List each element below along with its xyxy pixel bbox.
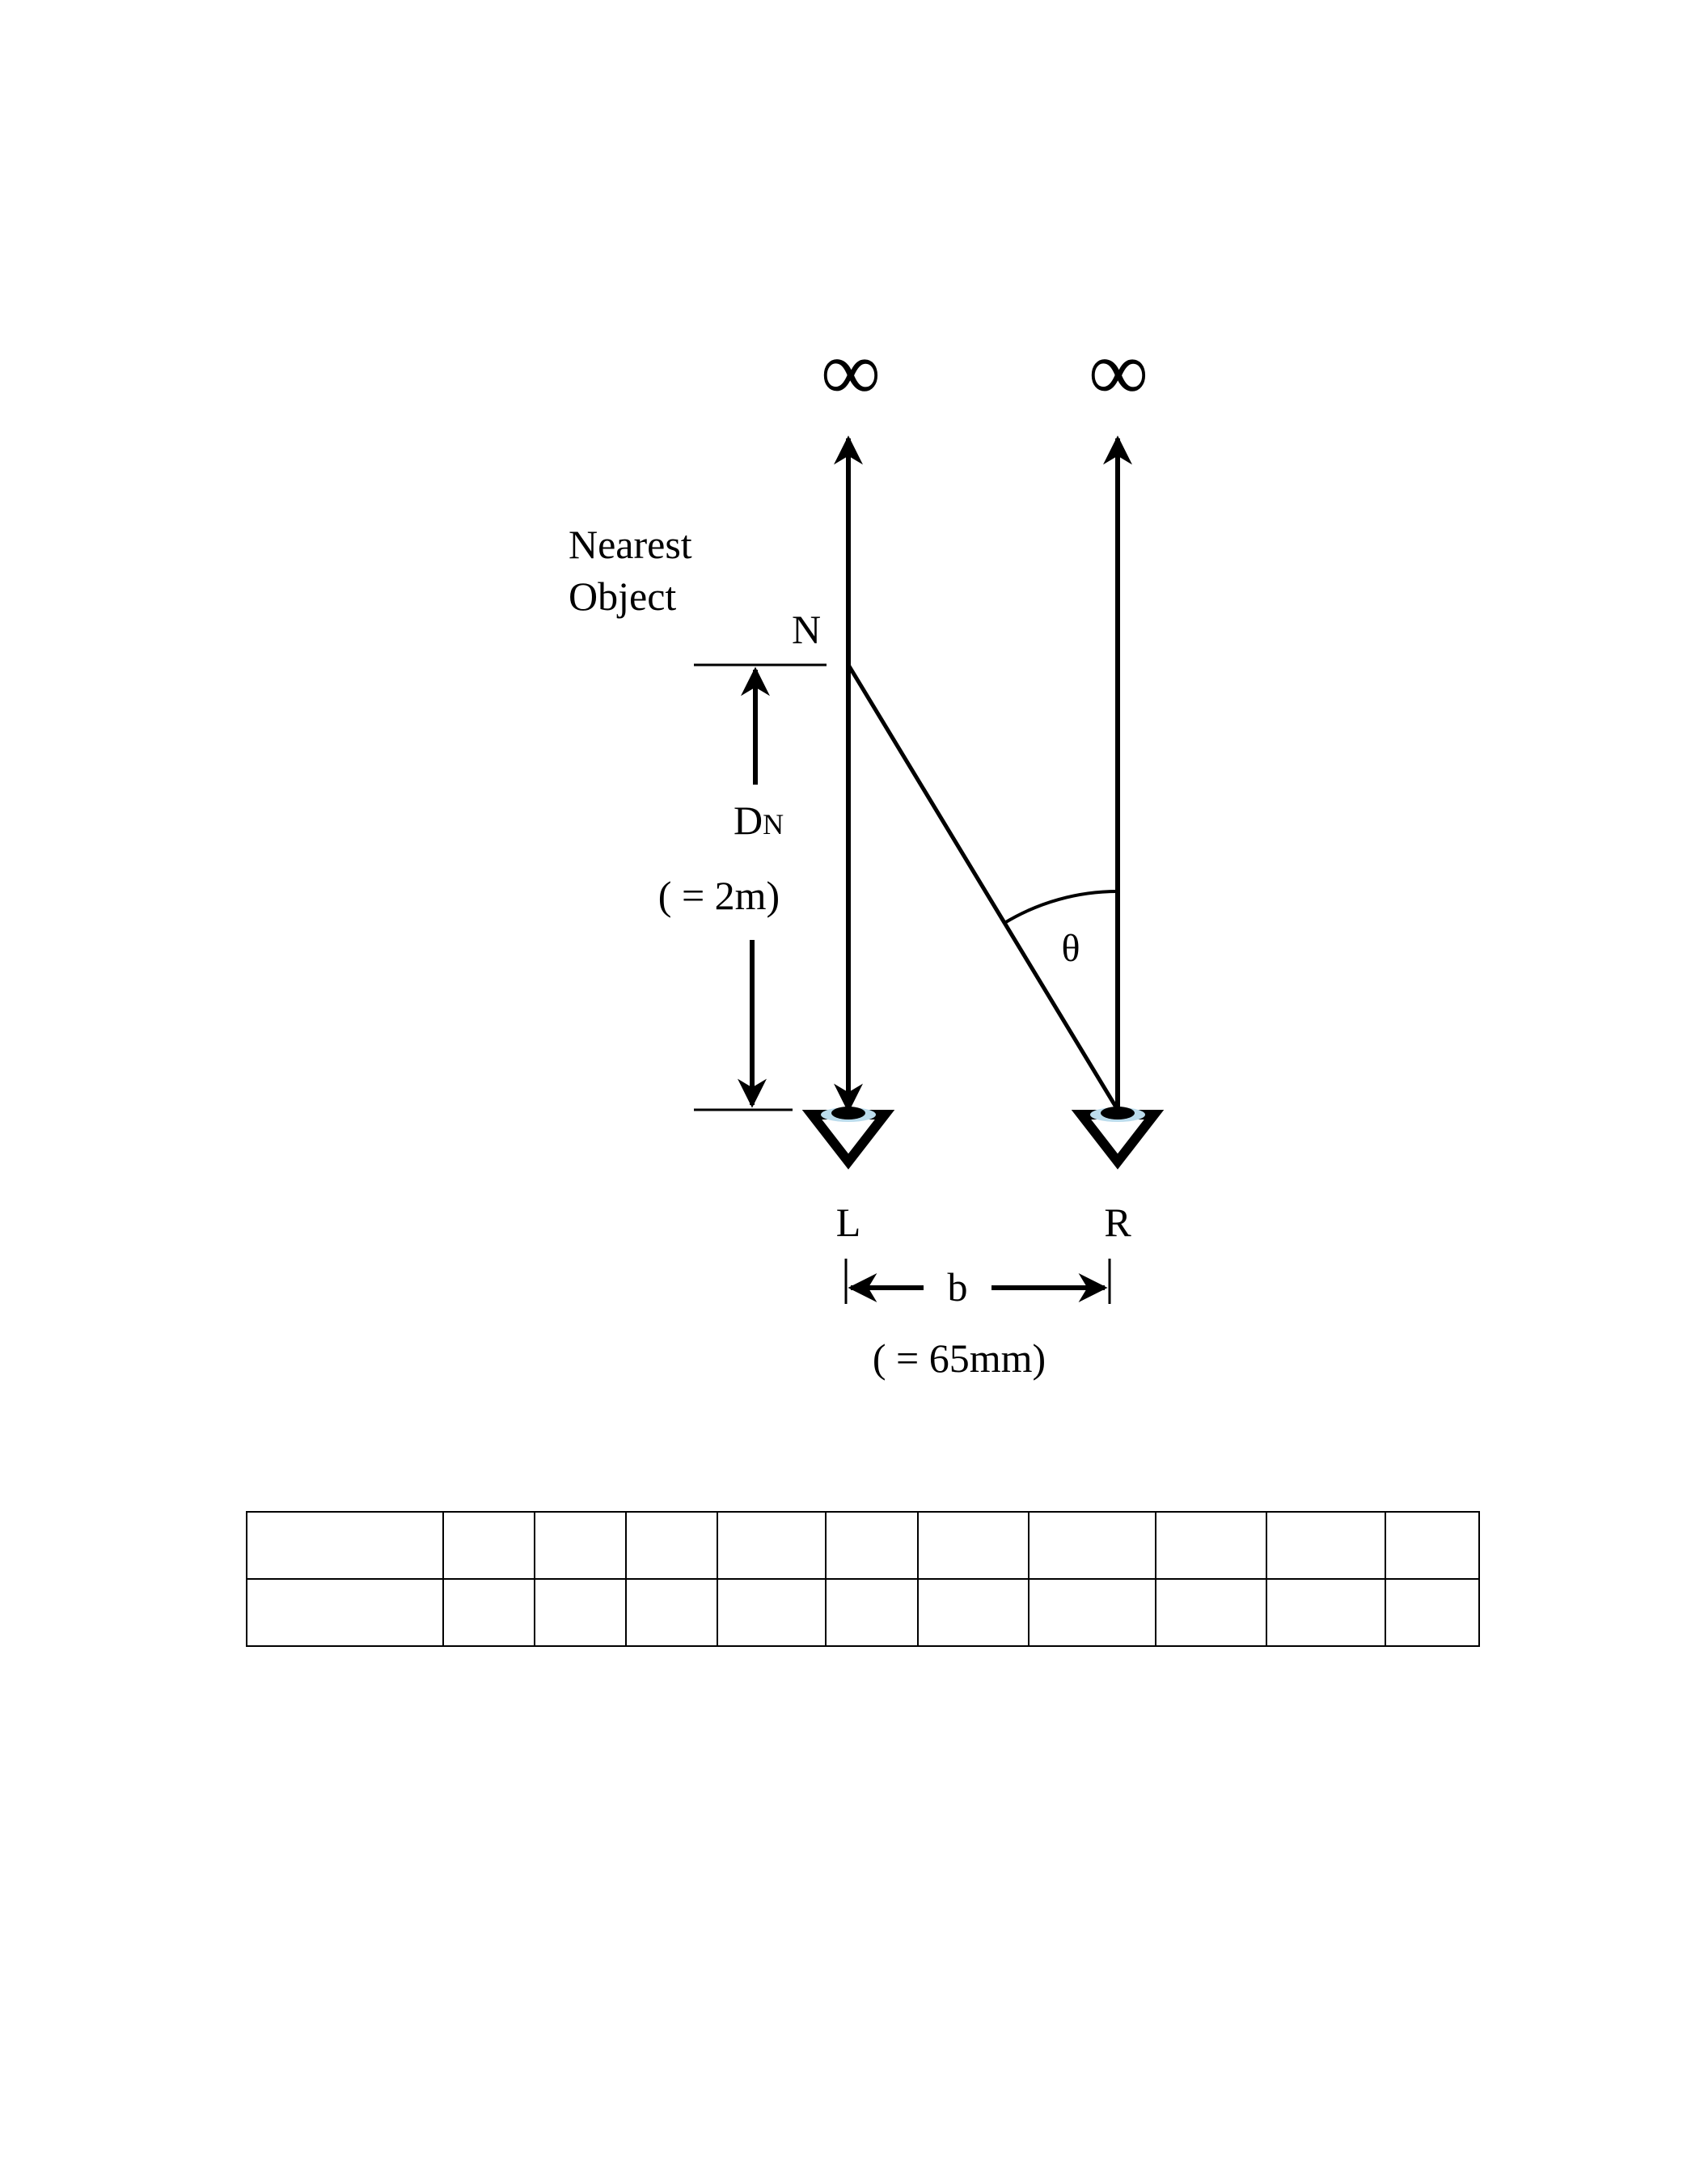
table-cell (246, 1511, 444, 1580)
table-cell (1028, 1511, 1156, 1580)
table-cell (1266, 1578, 1386, 1647)
distance-label: DN (734, 798, 784, 843)
table-cell (246, 1578, 444, 1647)
infinity-symbol-left: ∞ (821, 325, 881, 418)
baseline-label: b (948, 1264, 968, 1310)
table-cell (442, 1578, 535, 1647)
table-cell (534, 1511, 627, 1580)
right-eye-icon (1071, 1107, 1165, 1170)
baseline-value: ( = 65mm) (873, 1335, 1046, 1381)
left-eye-label: L (836, 1200, 861, 1245)
point-n-label: N (792, 607, 821, 652)
diagonal-line-to-right-eye (846, 663, 1120, 1111)
table-cell (1155, 1578, 1267, 1647)
table-cell (1028, 1578, 1156, 1647)
table-cell (825, 1578, 919, 1647)
table-cell (442, 1511, 535, 1580)
empty-table (246, 1511, 1480, 1647)
right-eye-label: R (1104, 1200, 1131, 1245)
table-cell (1385, 1511, 1480, 1580)
left-eye-icon (801, 1107, 895, 1170)
table-cell (1266, 1511, 1386, 1580)
table-cell (717, 1578, 827, 1647)
table-cell (917, 1578, 1030, 1647)
infinity-symbol-right: ∞ (1089, 325, 1148, 418)
distance-symbol: D (734, 798, 763, 843)
table-cell (1385, 1578, 1480, 1647)
table-cell (625, 1511, 718, 1580)
nearest-label-line1: Nearest (569, 522, 692, 567)
distance-value: ( = 2m) (658, 873, 780, 918)
table-cell (625, 1578, 718, 1647)
nearest-label-line2: Object (569, 574, 676, 619)
theta-angle-arc (1003, 889, 1118, 925)
table-cell (717, 1511, 827, 1580)
theta-label: θ (1062, 927, 1080, 970)
table-cell (1155, 1511, 1267, 1580)
distance-subscript: N (763, 808, 784, 840)
table-cell (917, 1511, 1030, 1580)
table-cell (825, 1511, 919, 1580)
table-cell (534, 1578, 627, 1647)
